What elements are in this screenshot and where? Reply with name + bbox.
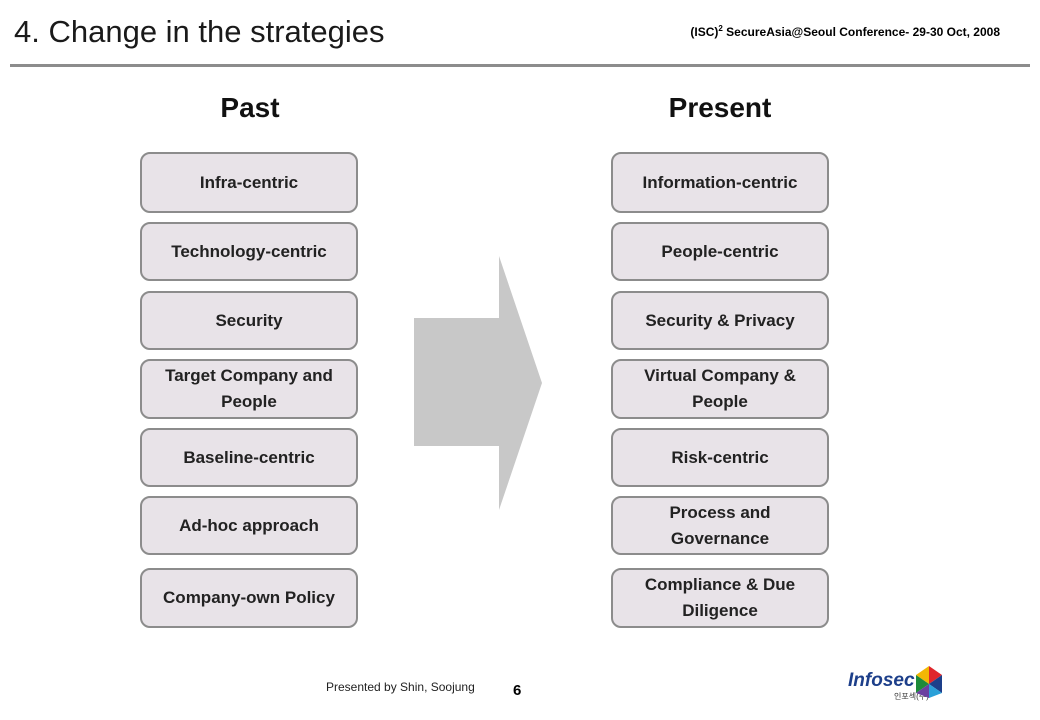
past-item-baseline-centric: Baseline-centric: [140, 428, 358, 487]
presenter-credit: Presented by Shin, Soojung: [326, 680, 475, 694]
present-item-process-governance: Process and Governance: [611, 496, 829, 555]
present-item-virtual-company: Virtual Company & People: [611, 359, 829, 419]
conference-label: (ISC)2 SecureAsia@Seoul Conference- 29-3…: [690, 24, 1000, 39]
logo-subtext: 인포섹(주): [894, 692, 929, 701]
past-item-target-company: Target Company and People: [140, 359, 358, 419]
past-item-security: Security: [140, 291, 358, 350]
past-item-technology-centric: Technology-centric: [140, 222, 358, 281]
present-item-information-centric: Information-centric: [611, 152, 829, 213]
present-item-risk-centric: Risk-centric: [611, 428, 829, 487]
past-item-ad-hoc: Ad-hoc approach: [140, 496, 358, 555]
infosec-logo: Infosec 인포섹(주): [848, 664, 948, 704]
header-divider: [10, 64, 1030, 67]
slide-title: 4. Change in the strategies: [14, 14, 385, 49]
transition-arrow: [414, 256, 542, 510]
conference-rest: SecureAsia@Seoul Conference- 29-30 Oct, …: [722, 25, 1000, 39]
present-item-people-centric: People-centric: [611, 222, 829, 281]
conference-superscript: 2: [718, 24, 723, 33]
logo-text: Infosec: [848, 670, 915, 691]
present-heading: Present: [668, 92, 772, 123]
conference-prefix: (ISC): [690, 25, 719, 39]
past-item-infra-centric: Infra-centric: [140, 152, 358, 213]
past-heading: Past: [220, 92, 280, 123]
logo-mark-icon: [916, 666, 942, 698]
page-number: 6: [513, 682, 522, 699]
present-item-compliance: Compliance & Due Diligence: [611, 568, 829, 628]
past-item-company-policy: Company-own Policy: [140, 568, 358, 628]
present-item-security-privacy: Security & Privacy: [611, 291, 829, 350]
